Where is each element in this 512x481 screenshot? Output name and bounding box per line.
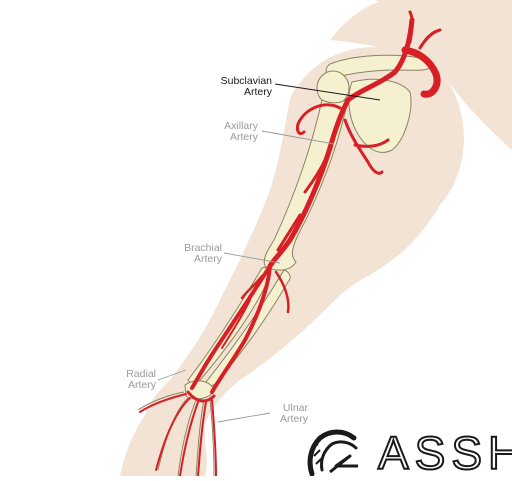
brachial-leader-line — [223, 252, 281, 264]
leader-lines — [157, 83, 381, 423]
radial-leader-line — [157, 369, 187, 381]
brachial-artery-vessel — [267, 145, 333, 269]
shoulder-top-silhouette — [330, 0, 512, 150]
brachial-artery-label: Brachial Artery — [184, 242, 222, 265]
radial-artery-label: Radial Artery — [126, 368, 156, 391]
ulnar-artery-label: Ulnar Artery — [279, 402, 308, 425]
subclavian-artery-label: Subclavian Artery — [220, 75, 272, 98]
ulnar-leader-line — [217, 412, 271, 423]
subclavian-leader-line — [274, 83, 381, 101]
assh-hand-emblem-icon — [307, 429, 358, 477]
axillary-artery-label: Axillary Artery — [224, 120, 258, 143]
ulnar-artery-vessel — [210, 264, 272, 394]
aortic-arch-vessel — [401, 46, 441, 98]
assh-logo-text: ASSH — [377, 427, 512, 479]
arteries — [139, 10, 442, 476]
radial-artery-vessel — [190, 264, 272, 390]
assh-logo: ASSH — [306, 426, 512, 479]
axillary-leader-line — [261, 130, 335, 145]
